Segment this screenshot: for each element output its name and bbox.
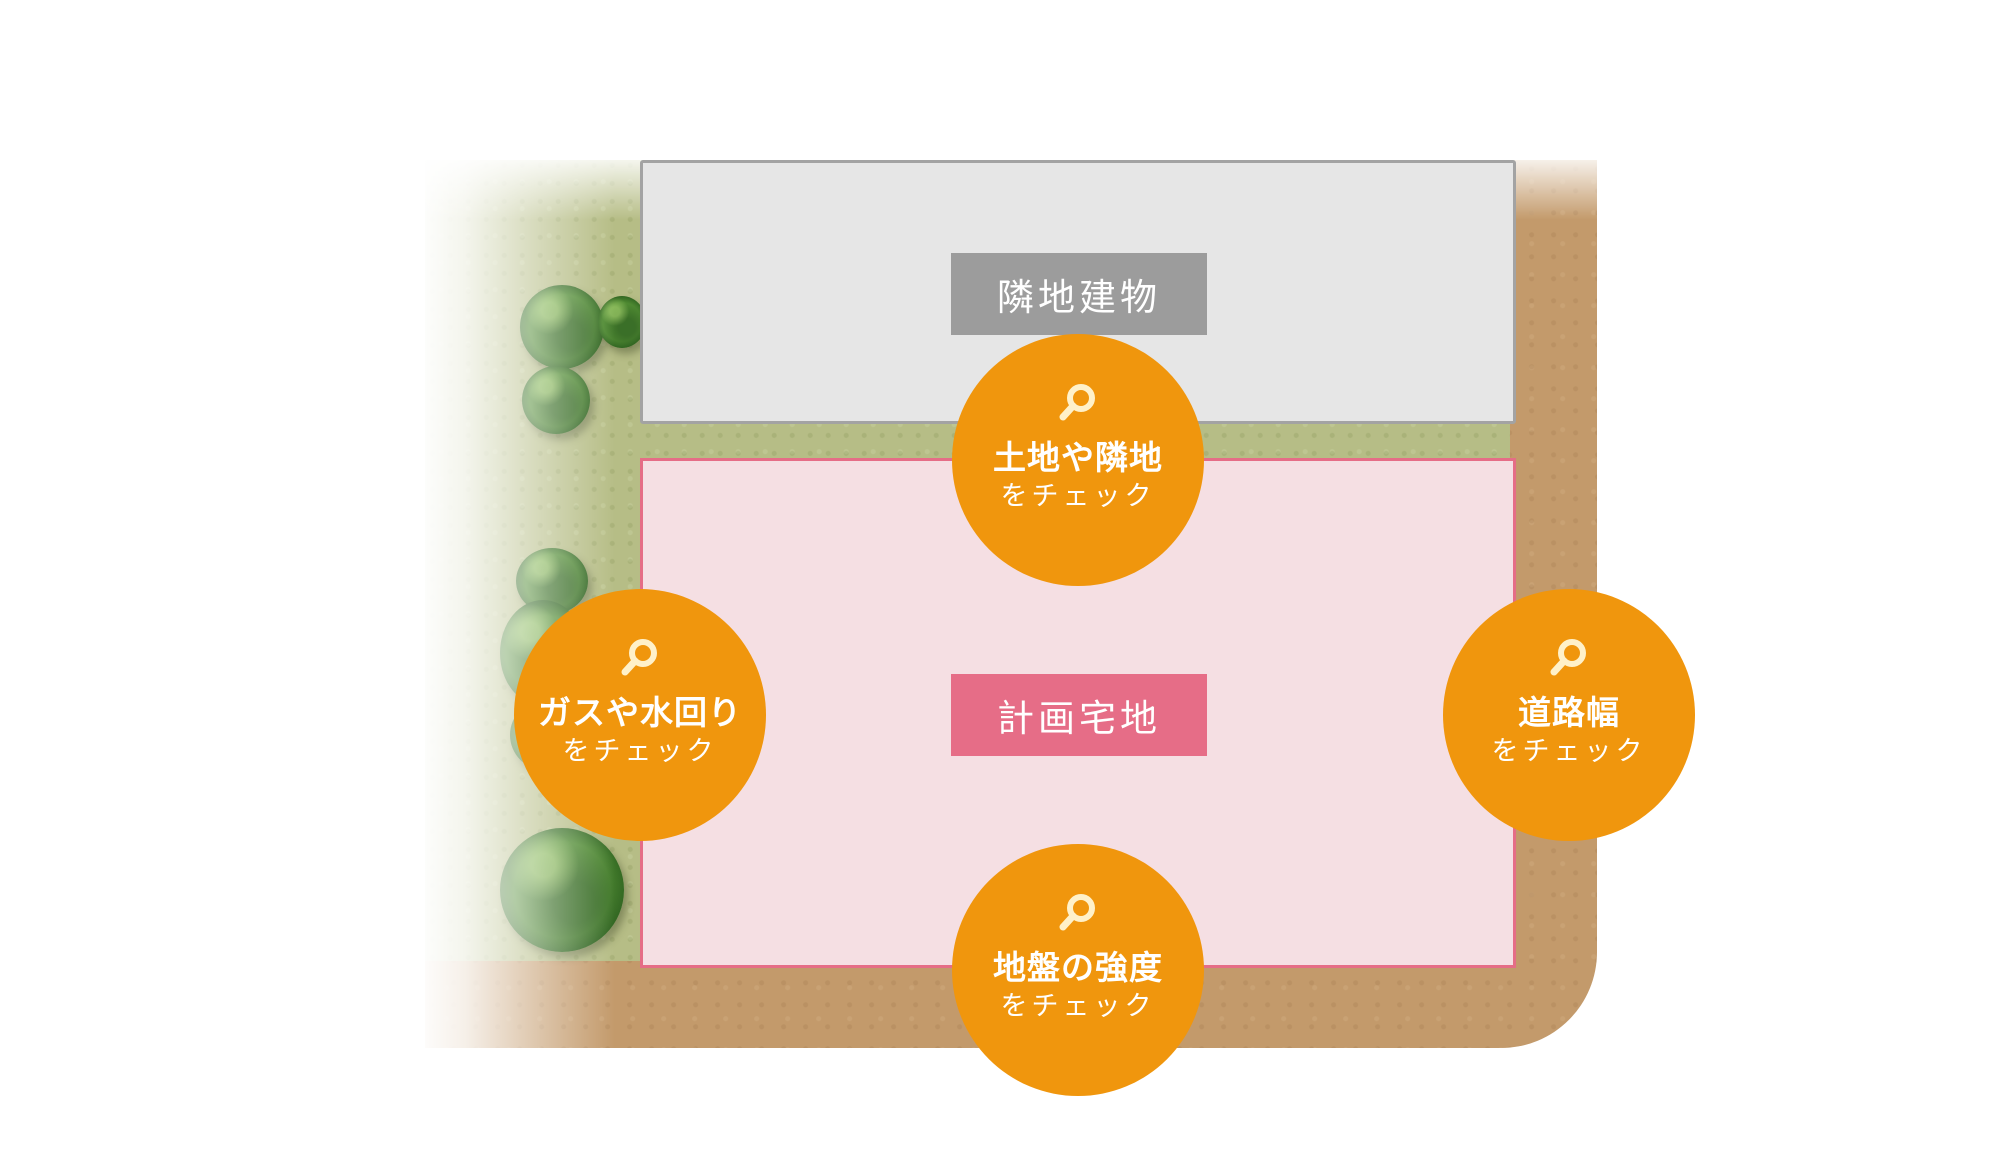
check-gas-water-button[interactable]: ガスや水回り をチェック (514, 589, 766, 841)
check-title: ガスや水回り (538, 693, 742, 732)
check-road-width-button[interactable]: 道路幅 をチェック (1443, 589, 1695, 841)
magnifier-icon (1550, 639, 1586, 676)
neighbor-building-label: 隣地建物 (951, 253, 1207, 335)
check-subtitle: をチェック (1491, 736, 1647, 767)
magnifier-icon (1059, 384, 1095, 421)
check-ground-strength-button[interactable]: 地盤の強度 をチェック (952, 844, 1204, 1096)
check-land-neighbor-button[interactable]: 土地や隣地 をチェック (952, 334, 1204, 586)
check-subtitle: をチェック (562, 736, 718, 767)
planned-site-label: 計画宅地 (951, 674, 1207, 756)
check-title: 土地や隣地 (993, 438, 1163, 477)
check-title: 道路幅 (1518, 693, 1620, 732)
check-subtitle: をチェック (1000, 991, 1156, 1022)
magnifier-icon (621, 639, 657, 676)
magnifier-icon (1059, 894, 1095, 931)
check-title: 地盤の強度 (993, 948, 1163, 987)
check-subtitle: をチェック (1000, 481, 1156, 512)
